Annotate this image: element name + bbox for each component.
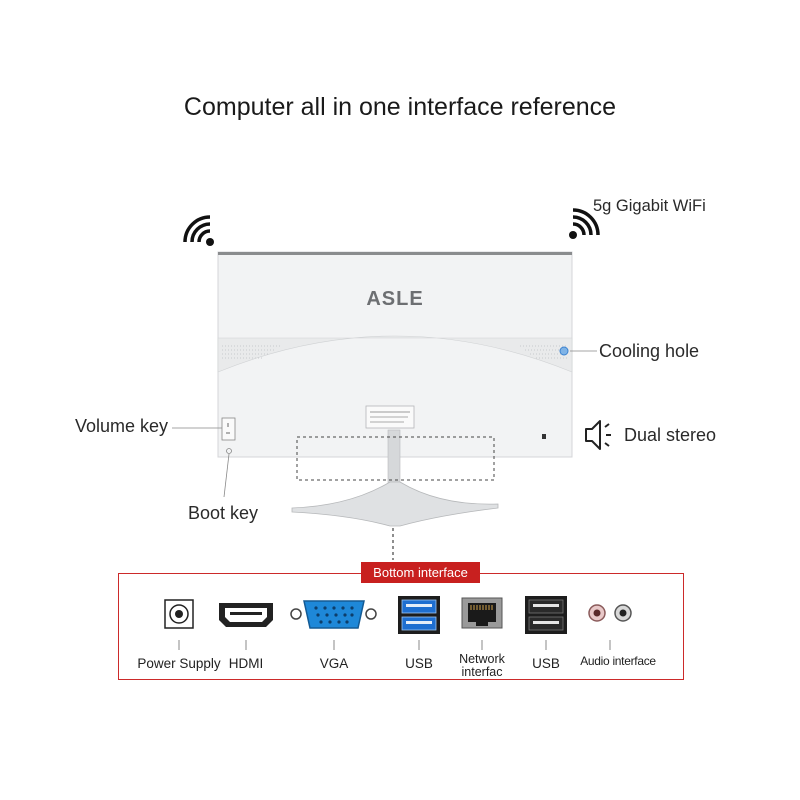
dual-stereo-label: Dual stereo (624, 425, 717, 445)
port-label-network-line2: interfac (461, 665, 503, 679)
wifi-label: 5g Gigabit WiFi (593, 197, 706, 215)
wifi-icon-left (183, 215, 214, 246)
port-label-audio: Audio interface (580, 654, 656, 668)
port-label-hdmi: HDMI (228, 656, 264, 671)
ethernet-port-icon (461, 597, 503, 629)
bottom-area-highlight (296, 436, 495, 481)
port-label-usb: USB (405, 656, 433, 671)
page-title: Computer all in one interface reference (183, 93, 617, 121)
port-label-vga: VGA (319, 656, 349, 671)
port-label-network: Network (459, 652, 505, 666)
port-label-power-supply: Power Supply (137, 656, 221, 671)
boot-key-label: Boot key (188, 503, 259, 523)
cooling-hole-label: Cooling hole (599, 341, 700, 361)
usb-port-icon (398, 596, 440, 634)
speaker-icon (585, 420, 611, 450)
port-label-usb-2: USB (532, 656, 560, 671)
wifi-icon-right (569, 208, 600, 239)
monitor-back (217, 251, 573, 458)
volume-key-label: Volume key (75, 416, 169, 436)
usb-port-icon (525, 596, 567, 634)
brand-logo: ASLE (366, 288, 423, 310)
vga-port-icon (290, 600, 377, 629)
power-jack-icon (164, 599, 194, 629)
monitor-stand (291, 429, 499, 527)
audio-jack-icon (588, 604, 632, 622)
hdmi-port-icon (219, 603, 273, 627)
bottom-interface-label: Bottom interface (361, 562, 480, 583)
